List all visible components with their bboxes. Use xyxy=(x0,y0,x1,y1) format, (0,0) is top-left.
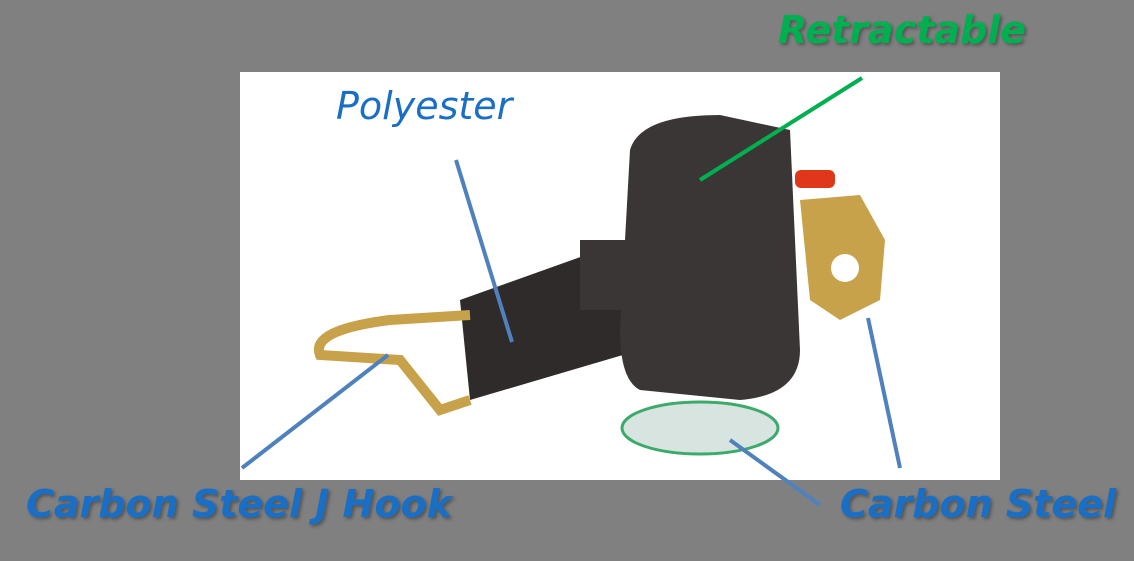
release-tab xyxy=(795,170,835,188)
retractor-housing xyxy=(620,115,800,400)
label-carbon-steel: Carbon Steel xyxy=(840,482,1116,526)
leader-carbon-steel-1 xyxy=(728,438,822,507)
steel-base-plate xyxy=(620,400,780,456)
j-hook xyxy=(313,310,472,416)
leader-j-hook xyxy=(240,353,390,470)
label-carbon-steel-j-hook: Carbon Steel J Hook xyxy=(26,482,452,526)
label-retractable: Retractable xyxy=(778,8,1027,52)
leader-polyester xyxy=(454,159,514,343)
label-polyester: Polyester xyxy=(336,84,513,128)
leader-carbon-steel-2 xyxy=(866,317,902,469)
leader-retractable xyxy=(698,76,864,182)
